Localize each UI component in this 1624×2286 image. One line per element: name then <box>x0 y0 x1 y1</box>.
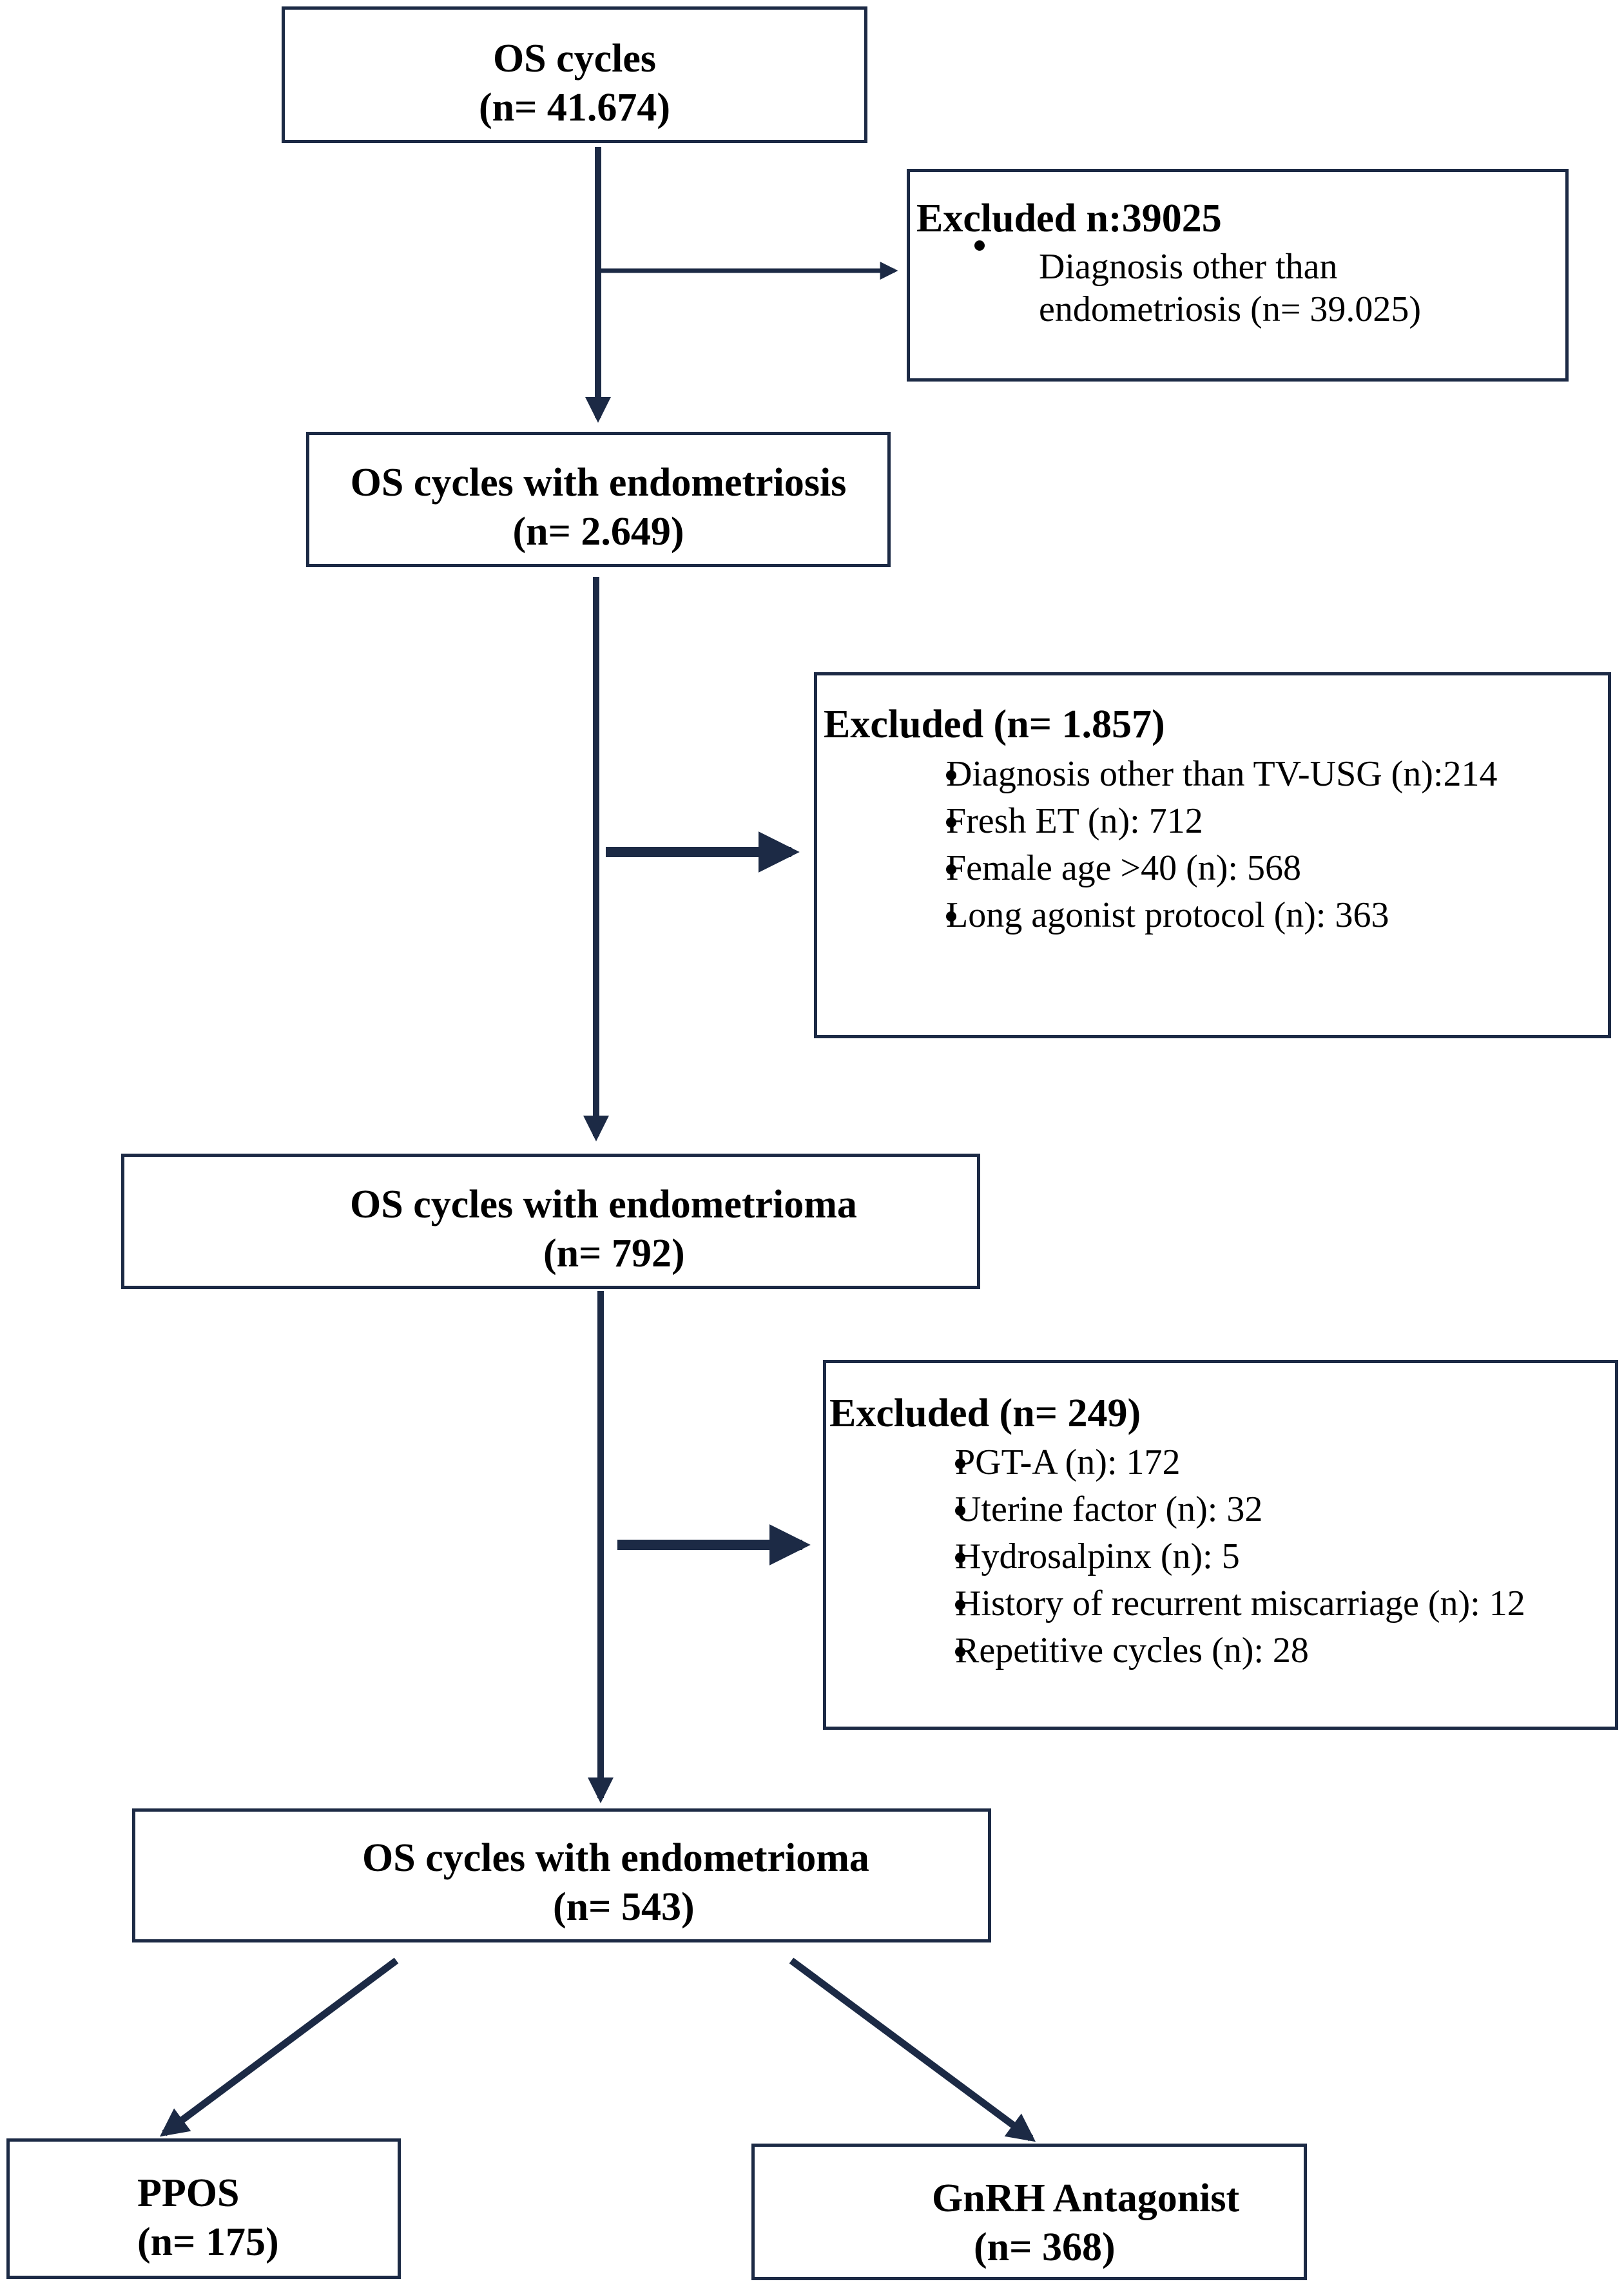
excluded-box-3-item: Uterine factor (n): 32 <box>891 1486 1525 1533</box>
box-ppos-title: PPOS <box>137 2171 240 2215</box>
box-gnrh-count: (n= 368) <box>974 2225 1116 2269</box>
excluded-box-3-item: PGT-A (n): 172 <box>891 1439 1525 1486</box>
arrow-to-ppos <box>159 1957 399 2137</box>
box-ppos: PPOS (n= 175) <box>6 2138 401 2279</box>
excluded-box-1: Excluded n:39025 Diagnosis other than en… <box>907 169 1569 382</box>
box-os-cycles-count: (n= 41.674) <box>478 86 671 130</box>
box-os-cycles: OS cycles (n= 41.674) <box>282 6 867 143</box>
box-endometrioma-543-title: OS cycles with endometrioma <box>362 1836 869 1880</box>
excluded-box-2-title: Excluded (n= 1.857) <box>824 702 1165 746</box>
excluded-box-3-title: Excluded (n= 249) <box>829 1391 1141 1435</box>
excluded-box-3-item: Repetitive cycles (n): 28 <box>891 1627 1525 1674</box>
box-os-cycles-endometrioma-792: OS cycles with endometrioma (n= 792) <box>121 1154 980 1289</box>
excluded-box-2: Excluded (n= 1.857) Diagnosis other than… <box>814 672 1611 1038</box>
bullet-icon <box>974 240 985 251</box>
excluded-box-3: Excluded (n= 249) PGT-A (n): 172 Uterine… <box>823 1360 1618 1730</box>
box-gnrh-title: GnRH Antagonist <box>932 2176 1240 2220</box>
box-gnrh-antagonist: GnRH Antagonist (n= 368) <box>751 2144 1307 2280</box>
excluded-box-2-item: Diagnosis other than TV-USG (n):214 <box>882 751 1498 798</box>
box-ppos-count: (n= 175) <box>137 2220 279 2264</box>
box-os-cycles-endometrioma-543: OS cycles with endometrioma (n= 543) <box>132 1808 991 1942</box>
excluded-box-3-item: Hydrosalpinx (n): 5 <box>891 1533 1525 1580</box>
box-endometrioma-792-title: OS cycles with endometrioma <box>350 1183 857 1226</box>
box-os-cycles-title: OS cycles <box>492 37 657 81</box>
excluded-box-3-item: History of recurrent miscarriage (n): 12 <box>891 1580 1525 1627</box>
box-os-cycles-endometriosis-title: OS cycles with endometriosis <box>350 461 847 505</box>
excluded-box-1-title: Excluded n:39025 <box>916 197 1222 240</box>
excluded-box-1-item: Diagnosis other than <box>1039 247 1338 287</box>
box-os-cycles-endometriosis: OS cycles with endometriosis (n= 2.649) <box>306 432 891 567</box>
box-endometrioma-543-count: (n= 543) <box>553 1885 695 1929</box>
excluded-box-1-item: endometriosis (n= 39.025) <box>1039 289 1422 329</box>
excluded-box-2-item: Long agonist protocol (n): 363 <box>882 892 1498 939</box>
box-endometrioma-792-count: (n= 792) <box>543 1232 685 1275</box>
excluded-box-2-item: Female age >40 (n): 568 <box>882 845 1498 892</box>
box-os-cycles-endometriosis-count: (n= 2.649) <box>512 510 684 554</box>
arrow-to-gnrh <box>789 1957 1036 2142</box>
excluded-box-2-item: Fresh ET (n): 712 <box>882 798 1498 845</box>
